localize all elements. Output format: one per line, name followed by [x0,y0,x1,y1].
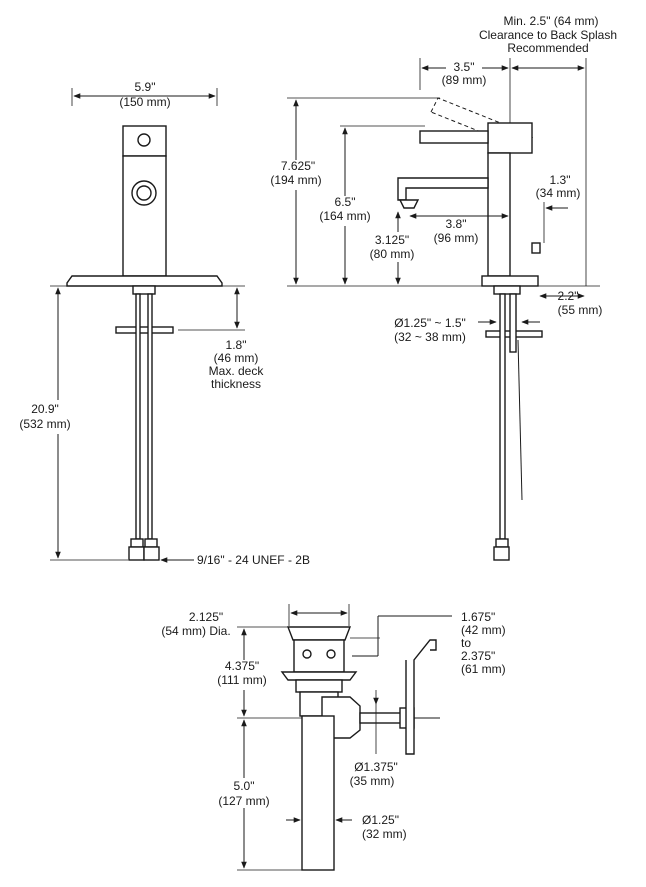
lift-rod-mm: (34 mm) [536,186,581,200]
fitting-right [143,546,160,561]
side-connector [495,538,509,548]
label-bg [212,660,272,690]
side-body [487,152,511,277]
side-handle-block [487,122,533,154]
drain-dia-mm: (54 mm) Dia. [161,624,230,638]
supply-line-right [147,293,153,540]
drain-nut [295,679,343,693]
range-in2: 2.375" [461,649,495,663]
side-handle-lever [419,130,489,144]
hole-mm: (32 ~ 38 mm) [394,330,466,344]
range-in: 1.675" [461,610,495,624]
front-view: 5.9" (150 mm) 1.8" (46 mm) Max. deck thi… [19,80,310,567]
connector-left [130,538,144,548]
handle-cap [137,133,151,147]
lift-rod [517,339,523,501]
mount-bracket [115,326,174,334]
deck-in: 1.8" [226,338,247,352]
clevis-strap [405,639,437,755]
front-height-mm: (532 mm) [19,417,70,431]
spout-aerator [136,185,152,201]
side-shank [509,293,517,353]
deck-note2: thickness [211,377,261,391]
total-height-in: 7.625" [281,159,315,173]
front-width-mm: (150 mm) [119,95,170,109]
front-height-in: 20.9" [31,402,59,416]
drain-hole [302,649,312,659]
base-in: 2.2" [558,289,579,303]
front-body [122,155,167,277]
label-bg [432,218,480,244]
deck-mm: (46 mm) [214,351,259,365]
handle-open-position [430,97,534,151]
range-mm2: (61 mm) [461,662,506,676]
label-bg [212,778,272,808]
spout-tip [398,199,420,209]
tailpiece [301,715,335,871]
drain-height-mm: (111 mm) [217,673,267,687]
label-bg [446,60,482,84]
reach-in: 3.5" [454,60,475,74]
lift-rod-in: 1.3" [550,173,571,187]
handle-height-mm: (164 mm) [319,209,370,223]
clearance-line2: Clearance to Back Splash [479,28,617,42]
tail-dia-mm: (32 mm) [362,827,407,841]
side-supply-line [499,293,506,540]
reach-mm: (89 mm) [442,73,487,87]
side-view: Min. 2.5" (64 mm) Clearance to Back Spla… [264,14,617,561]
label-bg [314,196,378,226]
clearance-line3: Recommended [507,41,588,55]
side-fitting [493,546,510,561]
drain-flange [280,671,358,681]
drain-hole [326,649,336,659]
drain-body-top [293,639,345,673]
pivot-in: Ø1.375" [354,760,398,774]
tail-in: 5.0" [234,779,255,793]
range-to: to [461,636,471,650]
spout-reach-mm: (96 mm) [434,231,479,245]
hole-in: Ø1.25" ~ 1.5" [394,316,466,330]
drain-cap [286,626,352,641]
clearance-line1: Min. 2.5" (64 mm) [504,14,599,28]
fitting-left [128,546,145,561]
handle-height-in: 6.5" [335,195,356,209]
shank-nut [132,285,156,295]
spout-height-mm: (80 mm) [370,247,415,261]
total-height-mm: (194 mm) [270,173,321,187]
pivot-mm: (35 mm) [350,774,395,788]
drain-height-in: 4.375" [225,659,259,673]
connector-right [144,538,158,548]
lift-rod-knob [531,242,541,254]
side-deck-plate [481,275,539,287]
drain-view: 2.125" (54 mm) Dia. 1.675" (42 mm) to 2.… [161,604,506,871]
front-width-in: 5.9" [135,80,156,94]
thread-spec: 9/16" - 24 UNEF - 2B [197,553,310,567]
spout-reach-in: 3.8" [446,217,467,231]
label-bg [364,232,420,262]
side-spout [397,177,489,201]
label-bg [264,160,328,190]
tail-dia-in: Ø1.25" [362,813,399,827]
front-deck-plate [66,275,223,287]
side-shank-nut [493,285,521,295]
drain-dia-in: 2.125" [189,610,223,624]
supply-line-left [135,293,141,540]
tail-mm: (127 mm) [218,794,269,808]
range-mm: (42 mm) [461,623,506,637]
label-bg [20,400,76,434]
base-mm: (55 mm) [558,303,603,317]
spout-height-in: 3.125" [375,233,409,247]
deck-note1: Max. deck [209,364,265,378]
